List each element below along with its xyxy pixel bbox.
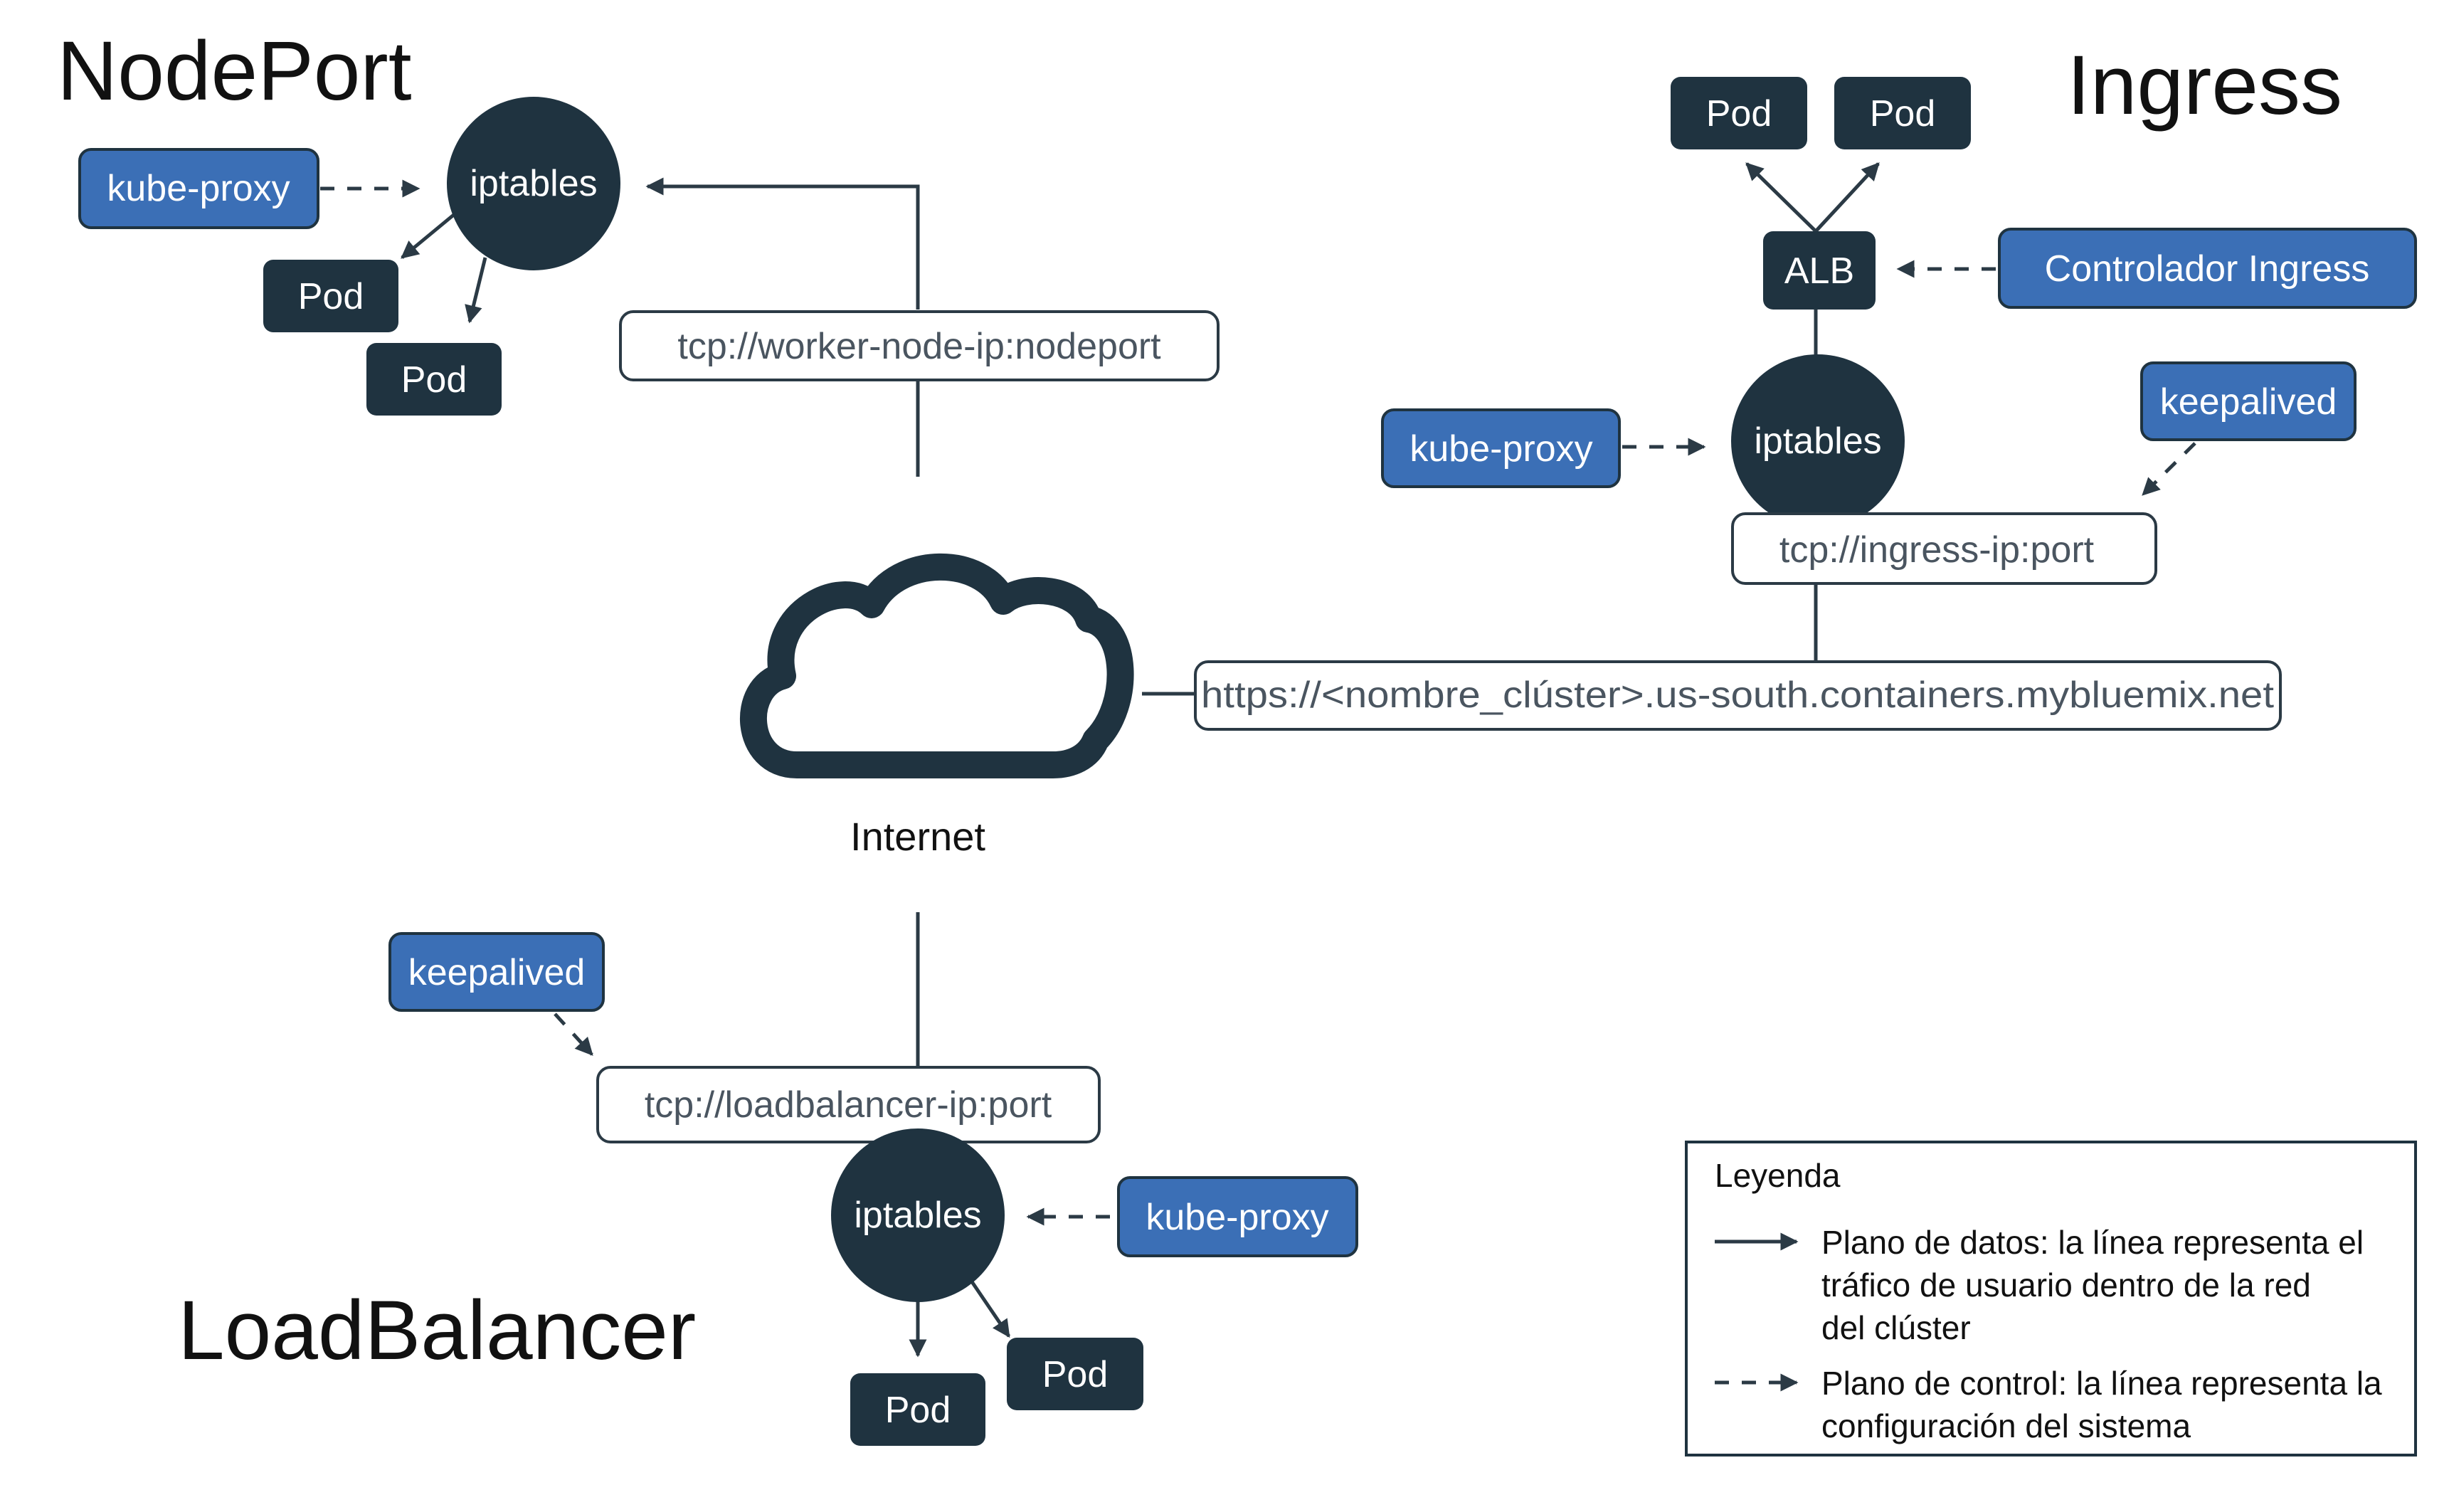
ingress-url-label: tcp://ingress-ip:port [1779,529,2095,571]
legend-control-plane-line-2: configuración del sistema [1821,1407,2191,1444]
legend-data-plane-line-1: Plano de datos: la línea representa el [1821,1224,2364,1261]
ingress-pod-2: Pod [1834,77,1971,149]
legend-data-plane-line-2: tráfico de usuario dentro de la red [1821,1267,2311,1304]
lb-pod-2: Pod [1007,1338,1143,1410]
nodeport-pod-2-label: Pod [401,359,467,401]
ingress-kube-proxy: kube-proxy [1381,408,1621,488]
title-loadbalancer: LoadBalancer [178,1284,696,1378]
ingress-pod-2-label: Pod [1870,93,1936,134]
nodeport-iptables-to-pod1 [401,212,457,259]
lb-pod-1: Pod [850,1373,985,1446]
lb-iptables-label: iptables [854,1195,981,1236]
lb-keepalived-to-url [554,1013,593,1056]
ingress-url: tcp://ingress-ip:port [1731,512,2157,585]
cloud-icon [740,553,1134,778]
control-plane-lines [320,179,2196,1226]
nodeport-iptables-label: iptables [470,163,597,204]
nodeport-iptables: iptables [447,97,620,270]
ingress-alb: ALB [1763,231,1876,310]
legend: Leyenda Plano de datos: la línea represe… [1685,1141,2417,1457]
alb-to-pod2 [1814,162,1880,233]
legend-data-plane-line-3: del clúster [1821,1309,1971,1346]
ingress-iptables: iptables [1731,354,1905,528]
lb-keepalived: keepalived [388,932,605,1012]
ingress-alb-label: ALB [1784,250,1854,292]
nodeport-line-upper [645,177,920,310]
nodeport-pod-1-label: Pod [298,276,364,317]
ingress-public-url: https://<nombre_clúster>.us-south.contai… [1194,660,2282,731]
ingress-keepalived-to-url [2142,442,2196,496]
nodeport-url-label: tcp://worker-node-ip:nodeport [677,326,1161,367]
lb-pod-1-label: Pod [885,1390,951,1431]
data-plane-lines [401,162,1880,1358]
lb-keepalived-label: keepalived [408,952,586,993]
alb-to-pod1 [1745,162,1817,233]
nodeport-pod-2: Pod [366,343,502,416]
ingress-keepalived: keepalived [2140,361,2357,441]
ingress-pod-1: Pod [1671,77,1807,149]
legend-control-plane-line-1: Plano de control: la línea representa la [1821,1365,2382,1402]
nodeport-iptables-to-pod2 [465,257,487,324]
ingress-keepalived-label: keepalived [2160,381,2337,423]
ingress-kube-proxy-label: kube-proxy [1409,428,1592,470]
internet-label: Internet [850,814,985,859]
title-ingress: Ingress [2067,38,2342,132]
nodeport-pod-1: Pod [263,260,398,332]
nodeport-kube-proxy-label: kube-proxy [107,168,290,209]
ingress-public-url-label: https://<nombre_clúster>.us-south.contai… [1201,675,2275,716]
ingress-iptables-label: iptables [1754,421,1881,462]
lb-url-label: tcp://loadbalancer-ip:port [645,1084,1052,1126]
lb-iptables-to-pod2 [969,1279,1011,1338]
nodeport-kube-proxy: kube-proxy [78,148,319,229]
lb-iptables: iptables [831,1128,1005,1302]
lb-kube-proxy: kube-proxy [1117,1176,1358,1257]
nodeport-url: tcp://worker-node-ip:nodeport [619,310,1220,381]
lb-pod-2-label: Pod [1042,1354,1109,1395]
ingress-controller-label: Controlador Ingress [2045,248,2370,290]
ingress-pod-1-label: Pod [1706,93,1772,134]
title-nodeport: NodePort [57,24,412,118]
lb-url: tcp://loadbalancer-ip:port [596,1066,1101,1143]
ingress-controller: Controlador Ingress [1998,228,2417,309]
lb-kube-proxy-label: kube-proxy [1146,1197,1328,1238]
internet-cloud: Internet [740,553,1134,859]
legend-title: Leyenda [1715,1157,1841,1194]
